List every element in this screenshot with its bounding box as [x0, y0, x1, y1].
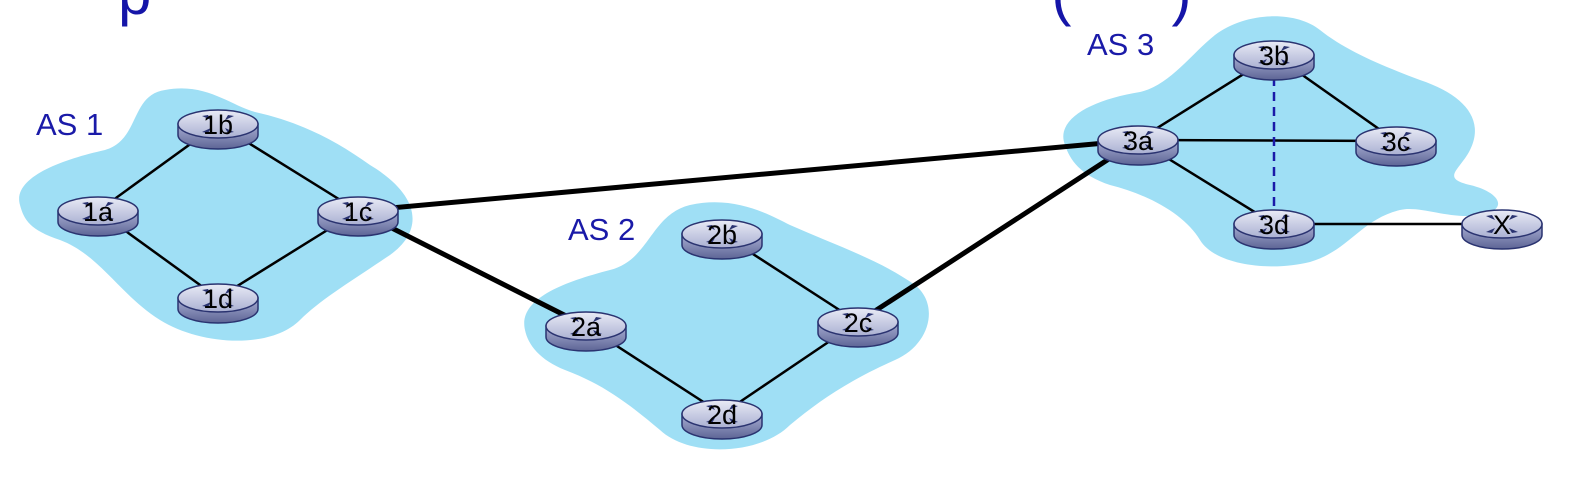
router-label: 2c — [844, 308, 873, 338]
router-arrows-icon — [202, 289, 234, 307]
router-arrows-icon — [1122, 131, 1154, 149]
router-arrows-icon — [1258, 46, 1290, 64]
title-fragment: p ( ) — [118, 0, 1192, 27]
link-1c-2a — [356, 208, 588, 329]
router-arrows-icon — [570, 317, 602, 335]
as2-label: AS 2 — [568, 212, 635, 247]
router-arrows-icon — [706, 405, 738, 423]
router-1d: 1d — [177, 283, 259, 324]
router-3c: 3c — [1355, 126, 1437, 167]
router-2d: 2d — [681, 399, 763, 440]
router-top — [545, 311, 627, 341]
router-label: 3c — [1382, 127, 1411, 157]
router-label: 2d — [707, 400, 737, 430]
routers: 1a 1b 1c 1d 2a 2b 2c 2d 3a 3b 3c 3d X — [57, 40, 1543, 440]
router-top — [57, 196, 139, 226]
router-label: 2b — [707, 220, 737, 250]
router-1c: 1c — [317, 196, 399, 237]
router-label: 1b — [203, 110, 233, 140]
router-1a: 1a — [57, 196, 139, 237]
link-3a-3c — [1137, 138, 1397, 143]
router-arrows-icon — [1380, 132, 1412, 150]
as3-label: AS 3 — [1087, 27, 1154, 62]
router-arrows-icon — [842, 313, 874, 331]
router-label: 1a — [83, 197, 114, 227]
as1-cloud — [19, 88, 413, 341]
router-label: 3a — [1123, 126, 1154, 156]
router-label: X — [1493, 210, 1511, 240]
router-top — [1233, 209, 1315, 239]
as1-label: AS 1 — [36, 107, 103, 142]
router-label: 3d — [1259, 210, 1289, 240]
router-2a: 2a — [545, 311, 627, 352]
router-top — [681, 399, 763, 429]
router-label: 1d — [203, 284, 233, 314]
router-arrows-icon — [1258, 215, 1290, 233]
link-1c-3a — [357, 137, 1139, 214]
router-3d: 3d — [1233, 209, 1315, 250]
router-label: 3b — [1259, 41, 1289, 71]
router-arrows-icon — [342, 202, 374, 220]
router-top — [177, 109, 259, 139]
as2-cloud — [524, 202, 929, 450]
router-label: 1c — [344, 197, 373, 227]
router-top — [1355, 126, 1437, 156]
router-top — [1097, 125, 1179, 155]
router-arrows-icon — [706, 225, 738, 243]
as-clouds — [19, 16, 1499, 450]
router-1b: 1b — [177, 109, 259, 150]
router-X: X — [1461, 209, 1543, 250]
router-arrows-icon — [1486, 215, 1518, 233]
router-top — [817, 307, 899, 337]
router-top — [1461, 209, 1543, 239]
router-2c: 2c — [817, 307, 899, 348]
router-top — [317, 196, 399, 226]
router-top — [177, 283, 259, 313]
router-arrows-icon — [82, 202, 114, 220]
link-2c-3a — [856, 137, 1140, 325]
router-2b: 2b — [681, 219, 763, 260]
router-top — [681, 219, 763, 249]
router-top — [1233, 40, 1315, 70]
router-3a: 3a — [1097, 125, 1179, 166]
router-label: 2a — [571, 312, 602, 342]
router-3b: 3b — [1233, 40, 1315, 81]
router-arrows-icon — [202, 115, 234, 133]
